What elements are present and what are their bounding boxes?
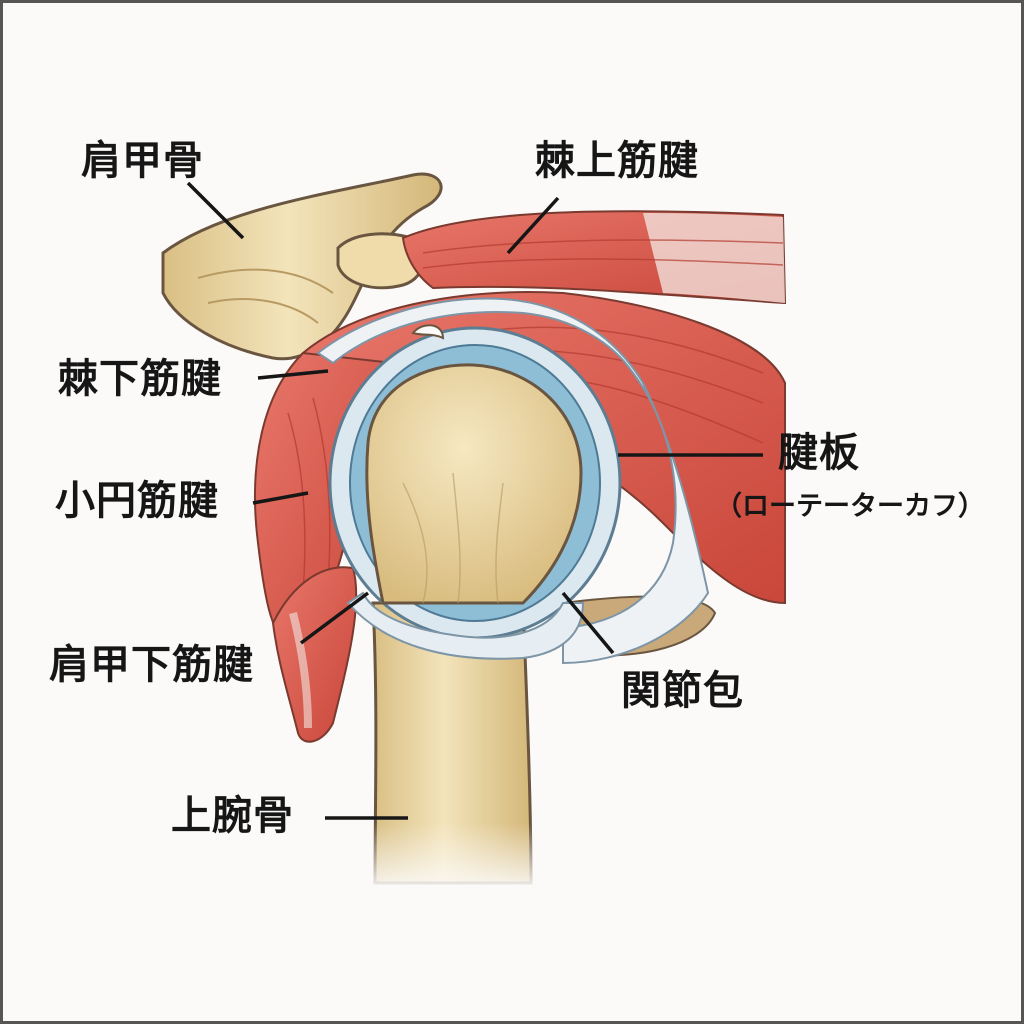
leader-joint-capsule [561,591,615,655]
tendon-band [316,297,710,665]
leader-subscapularis [299,591,370,645]
leader-teres-minor [252,491,309,505]
label-teres-minor: 小円筋腱 [55,478,219,524]
label-joint-capsule: 関節包 [621,668,744,714]
label-rotator-cuff: （ローテーターカフ） [715,491,985,522]
label-humerus: 上腕骨 [171,793,294,839]
label-subscapularis: 肩甲下筋腱 [49,642,254,688]
leader-infraspinatus [257,369,329,380]
leader-supraspinatus [506,196,560,255]
capsule-lower-band [346,591,585,660]
label-tendon-plate: 腱板 [778,430,860,476]
leader-scapula [186,181,245,240]
label-supraspinatus: 棘上筋腱 [535,138,699,184]
humeral-head [365,363,583,605]
label-infraspinatus: 棘下筋腱 [58,356,222,402]
shoulder-illustration [161,172,787,893]
subscapularis-muscle [271,566,358,743]
label-scapula: 肩甲骨 [81,138,204,184]
